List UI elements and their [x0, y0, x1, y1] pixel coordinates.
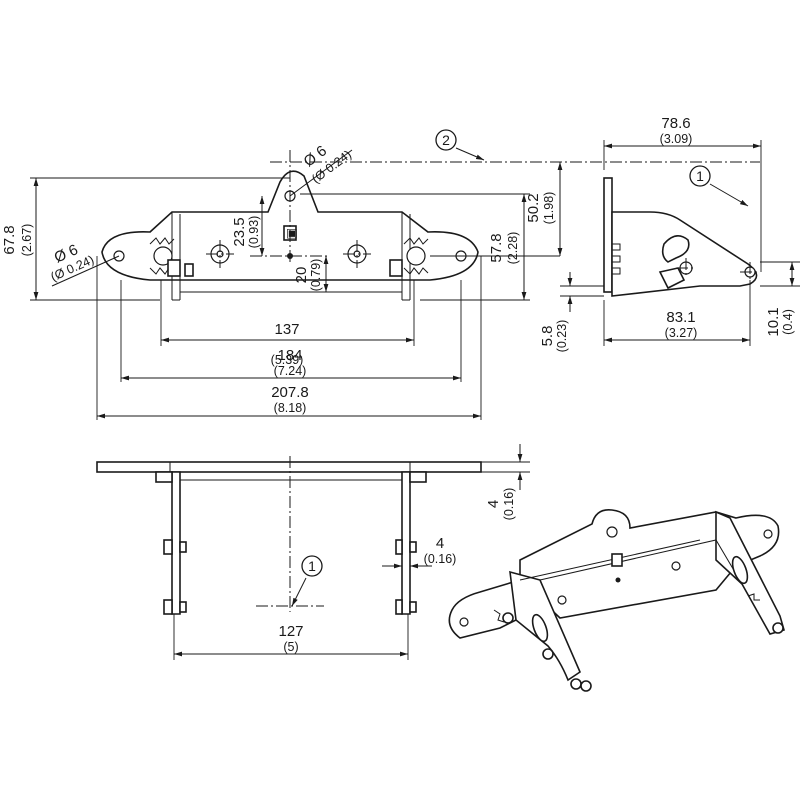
svg-text:▣: ▣	[286, 226, 298, 240]
side-plate	[603, 177, 613, 293]
dim-20-in: (0.79)	[309, 259, 323, 292]
dim-786-in: (3.09)	[660, 132, 693, 146]
dim-4h-mm: 4	[436, 535, 444, 552]
dim-4v-mm: 4	[485, 500, 502, 508]
dim-831-in: (3.27)	[665, 326, 698, 340]
dim-207-in: (8.18)	[274, 401, 307, 415]
dim-786-mm: 78.6	[661, 115, 690, 132]
dim-578-mm: 57.8	[488, 233, 505, 262]
dim-137-in: (5.39)	[271, 353, 304, 367]
dim-184-in: (7.24)	[274, 364, 307, 378]
dim-678-mm: 67.8	[1, 225, 18, 254]
dim-207-mm: 207.8	[271, 384, 309, 401]
dim-678-in: (2.67)	[20, 224, 34, 257]
dim-127-mm: 127	[278, 623, 303, 640]
bottom-plate	[96, 461, 482, 473]
dim-502-mm: 50.2	[525, 193, 542, 222]
dim-58-in: (0.23)	[555, 320, 569, 353]
dim-502-in: (1.98)	[542, 192, 556, 225]
dim-137-mm: 137	[274, 321, 299, 338]
dim-101-in: (0.4)	[781, 309, 795, 335]
dim-235-mm: 23.5	[231, 217, 248, 246]
dim-235-in: (0.93)	[247, 216, 261, 249]
dim-4v-in: (0.16)	[502, 488, 516, 521]
callout-1-side: 1	[696, 168, 704, 184]
dim-127-in: (5)	[283, 640, 298, 654]
dim-578-in: (2.28)	[506, 232, 520, 265]
callout-2: 2	[442, 132, 450, 148]
bottom-view	[96, 456, 482, 615]
dim-184-mm: 184	[277, 347, 302, 364]
side-view-dimensions: 78.6 (3.09) 83.1 (3.27) 5.8 (0.23) 10.1 …	[539, 115, 800, 352]
dim-20-mm: 20	[293, 267, 310, 284]
dim-58-mm: 5.8	[539, 326, 556, 347]
dim-101-mm: 10.1	[765, 307, 782, 336]
front-view: ▣	[101, 150, 760, 301]
dim-4h-in: (0.16)	[424, 552, 457, 566]
side-view	[603, 177, 760, 297]
callout-1-bottom: 1	[308, 558, 316, 574]
isometric-view	[448, 508, 785, 692]
dim-831-mm: 83.1	[666, 309, 695, 326]
bottom-view-dimensions: 4 (0.16) 4 (0.16) 127 (5) 1	[173, 444, 530, 660]
